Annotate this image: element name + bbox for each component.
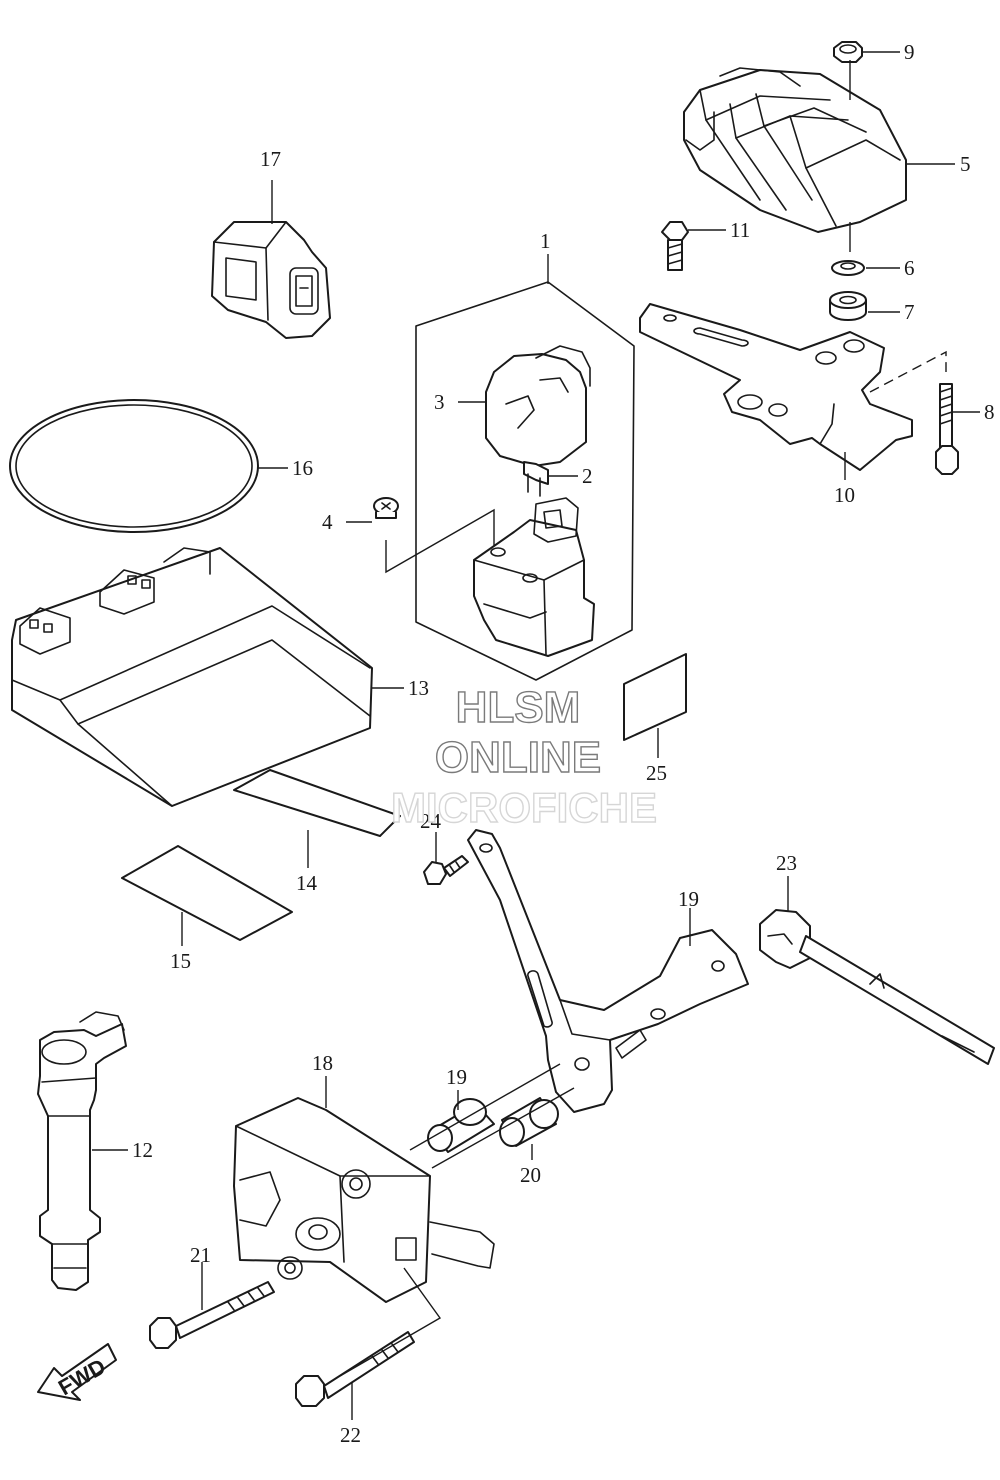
callout-16: 16 bbox=[292, 456, 313, 480]
callout-25: 25 bbox=[646, 761, 667, 785]
callout-19b: 19 bbox=[446, 1065, 467, 1089]
callout-3: 3 bbox=[434, 390, 445, 414]
part-19-bracket[interactable] bbox=[467, 829, 749, 1113]
watermark-line-2: ONLINE bbox=[435, 733, 601, 782]
callout-4: 4 bbox=[322, 510, 333, 534]
part-19-collar[interactable] bbox=[427, 1098, 495, 1153]
part-12-ignition-coil[interactable] bbox=[37, 1011, 127, 1291]
part-10-bracket[interactable] bbox=[639, 303, 913, 471]
callout-7: 7 bbox=[904, 300, 915, 324]
part-20-collar[interactable] bbox=[499, 1097, 559, 1147]
part-25-label[interactable] bbox=[623, 653, 687, 741]
part-3-relay-cover[interactable] bbox=[485, 345, 591, 467]
part-16-band[interactable] bbox=[9, 399, 259, 533]
part-21-bolt[interactable] bbox=[149, 1281, 275, 1349]
callout-17: 17 bbox=[260, 147, 281, 171]
part-17-connector[interactable] bbox=[211, 221, 331, 339]
callout-10: 10 bbox=[834, 483, 855, 507]
callout-24: 24 bbox=[420, 809, 442, 833]
watermark-line-3: MICROFICHE bbox=[391, 784, 657, 831]
callout-11: 11 bbox=[730, 218, 750, 242]
callout-9: 9 bbox=[904, 40, 915, 64]
callout-19a: 19 bbox=[678, 887, 699, 911]
callout-15: 15 bbox=[170, 949, 191, 973]
callout-20: 20 bbox=[520, 1163, 541, 1187]
callout-8: 8 bbox=[984, 400, 995, 424]
callout-12: 12 bbox=[132, 1138, 153, 1162]
part-9-nut[interactable] bbox=[833, 41, 863, 63]
watermark: HLSM ONLINE MICROFICHE bbox=[390, 682, 657, 831]
fwd-arrow-icon: FWD bbox=[37, 1343, 117, 1401]
callout-22: 22 bbox=[340, 1423, 361, 1447]
watermark-line-1: HLSM bbox=[456, 683, 581, 732]
part-11-bolt[interactable] bbox=[661, 221, 689, 271]
callout-14: 14 bbox=[296, 871, 318, 895]
callout-13: 13 bbox=[408, 676, 429, 700]
callout-1: 1 bbox=[540, 229, 551, 253]
starter-relay-body[interactable] bbox=[473, 497, 595, 657]
callout-23: 23 bbox=[776, 851, 797, 875]
part-23-cable-tie[interactable] bbox=[759, 909, 995, 1065]
part-6-collar[interactable] bbox=[831, 260, 865, 276]
part-13-ecm[interactable] bbox=[11, 547, 373, 807]
part-15-label[interactable] bbox=[121, 845, 293, 941]
part-22-bolt[interactable] bbox=[295, 1331, 415, 1407]
part-18-tilt-sensor[interactable] bbox=[233, 1097, 495, 1303]
callout-21: 21 bbox=[190, 1243, 211, 1267]
part-8-bolt[interactable] bbox=[935, 383, 959, 475]
part-5-regulator-rectifier[interactable] bbox=[683, 67, 907, 233]
callout-5: 5 bbox=[960, 152, 971, 176]
part-14-label[interactable] bbox=[233, 769, 401, 837]
callout-18: 18 bbox=[312, 1051, 333, 1075]
part-4-screw[interactable] bbox=[373, 497, 399, 519]
callout-2: 2 bbox=[582, 464, 593, 488]
part-7-grommet[interactable] bbox=[829, 291, 867, 321]
callout-6: 6 bbox=[904, 256, 915, 280]
part-2-fuse[interactable] bbox=[523, 461, 549, 497]
part-24-bolt[interactable] bbox=[423, 855, 469, 885]
